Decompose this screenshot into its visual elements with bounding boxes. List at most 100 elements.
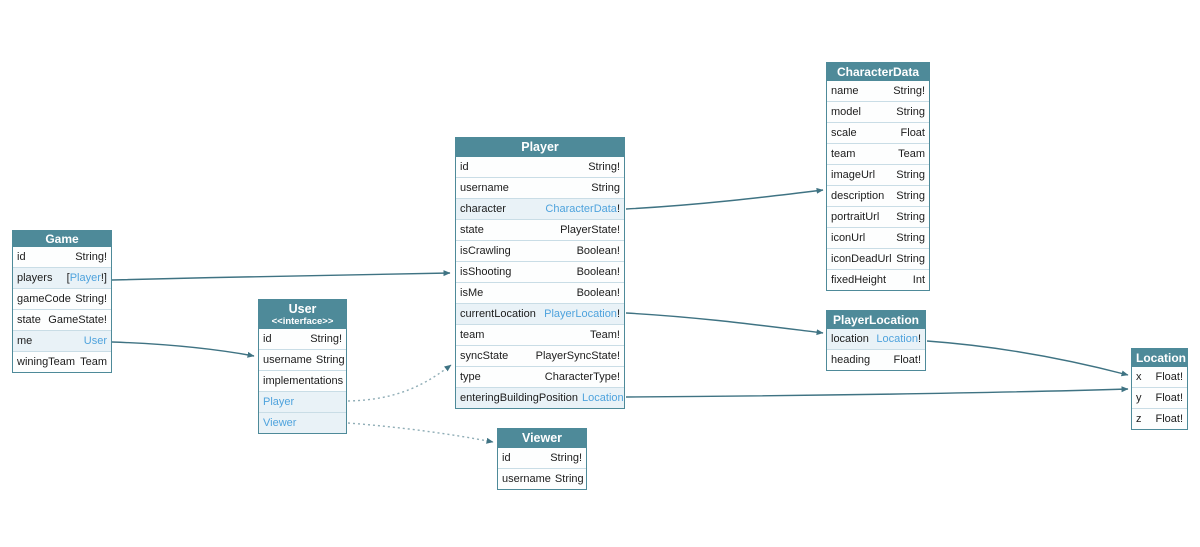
field-name: players — [17, 272, 53, 285]
field-type: Float! — [893, 354, 921, 367]
edge-user-viewer-implementation[interactable] — [347, 422, 494, 444]
edge-game-me-to-user[interactable] — [111, 341, 255, 358]
field-row[interactable]: y Float! — [1132, 387, 1187, 409]
field-type: Team! — [590, 329, 620, 341]
edge-player-enteringbuildingposition-to-location[interactable] — [625, 386, 1129, 398]
field-name: description — [831, 190, 885, 203]
type-table-player[interactable]: Player id String! username String characte… — [455, 137, 625, 409]
field-name: enteringBuildingPosition — [460, 392, 579, 404]
field-name: y — [1136, 392, 1142, 405]
field-name: id — [502, 452, 511, 464]
field-type: String — [896, 106, 925, 119]
edge-user-player-implementation[interactable] — [347, 364, 452, 402]
field-type: String! — [588, 161, 620, 173]
field-type: Boolean! — [576, 266, 620, 278]
field-type: Float! — [1155, 413, 1183, 426]
field-row-implementation-player[interactable]: Player — [259, 391, 346, 413]
game-table-header[interactable]: Game — [13, 231, 111, 248]
type-link: Location — [876, 333, 918, 346]
player-table-header[interactable]: Player — [456, 138, 624, 157]
type-link: Location — [582, 392, 624, 404]
field-row-implementation-viewer[interactable]: Viewer — [259, 412, 346, 434]
field-name: me — [17, 335, 33, 348]
field-name: character — [460, 203, 506, 215]
field-row[interactable]: character CharacterData! — [456, 198, 624, 219]
field-type: String! — [75, 251, 107, 264]
field-type: String! — [75, 293, 107, 306]
field-name: team — [831, 148, 856, 161]
field-row[interactable]: username String — [456, 177, 624, 198]
field-name: username — [460, 182, 509, 194]
field-type: CharacterData! — [545, 203, 620, 215]
location-table-header[interactable]: Location — [1132, 349, 1187, 368]
type-link: PlayerLocation — [544, 308, 617, 320]
field-name: isCrawling — [460, 245, 511, 257]
edge-playerlocation-location-to-location[interactable] — [926, 340, 1129, 377]
field-type: String — [315, 354, 345, 367]
field-type: Float! — [1155, 392, 1183, 405]
field-name: fixedHeight — [831, 274, 887, 287]
field-type: [Player!] — [66, 272, 107, 285]
field-type: Location — [582, 388, 624, 408]
characterdata-table-header[interactable]: CharacterData — [827, 63, 929, 82]
field-name: name — [831, 85, 859, 98]
edge-game-players-to-player[interactable] — [111, 270, 451, 281]
field-row[interactable]: players [Player!] — [13, 267, 111, 289]
edge-player-character-to-characterdata[interactable] — [625, 187, 824, 210]
field-type: Location! — [876, 333, 921, 346]
field-type: String — [591, 182, 620, 194]
field-type: CharacterType! — [544, 371, 620, 383]
field-row[interactable]: id String! — [456, 157, 624, 177]
field-type: String — [896, 211, 925, 224]
field-name: id — [460, 161, 469, 173]
playerlocation-table-header[interactable]: PlayerLocation — [827, 311, 925, 330]
type-link: User — [83, 335, 107, 348]
field-type: Team — [80, 356, 107, 369]
field-row[interactable]: me User — [13, 330, 111, 352]
field-name: state — [460, 224, 484, 236]
user-table-header[interactable]: User<<interface>> — [259, 300, 346, 330]
edge-player-currentlocation-to-playerlocation[interactable] — [625, 312, 824, 336]
viewer-table-header[interactable]: Viewer — [498, 429, 586, 448]
field-row[interactable]: implementations — [259, 370, 346, 392]
field-type: Team — [898, 148, 925, 161]
field-row[interactable]: team Team — [827, 143, 929, 165]
